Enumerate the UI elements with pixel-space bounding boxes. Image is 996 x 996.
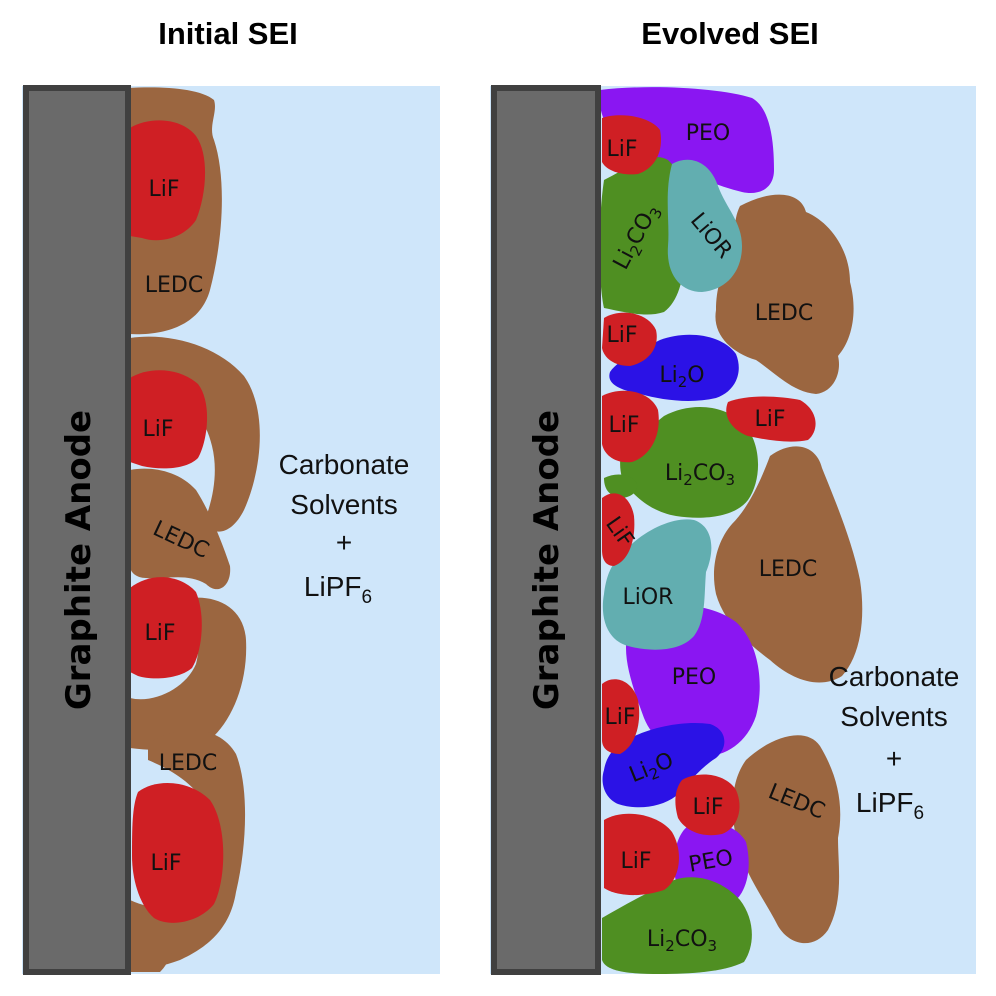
lior-particle: [602, 519, 712, 650]
lior-deposits: [602, 159, 742, 650]
li2co3-label: Li2CO3: [647, 927, 717, 955]
lif-particle: [130, 370, 208, 469]
ledc-particle: [713, 446, 863, 683]
lif-particle: [675, 774, 740, 836]
initial-sei-panel: Graphite Anode LiF LEDC LiF LEDC LiF LED…: [22, 85, 440, 975]
lif-particle: [130, 120, 206, 241]
li2co3-particle: [602, 877, 752, 974]
peo-particle: [599, 87, 774, 194]
lif-particle: [130, 577, 202, 679]
ledc-deposits-right: [713, 194, 863, 944]
ledc-label: LEDC: [755, 301, 813, 326]
solvent-text-left: Carbonate Solvents + LiPF6: [279, 449, 410, 608]
lif-particle: [602, 493, 635, 566]
lif-label: LiF: [604, 705, 635, 730]
lior-particle: [667, 159, 742, 292]
ledc-label: LEDC: [159, 751, 217, 776]
solvent-plus: +: [886, 743, 902, 774]
li2co3-particle: [604, 474, 638, 498]
ledc-particle: [715, 194, 854, 394]
lif-label: LiF: [692, 795, 723, 820]
graphite-anode-right: [491, 85, 601, 975]
solvent-line2: Solvents: [290, 489, 397, 520]
lif-label: LiF: [144, 621, 175, 646]
solvent-line2: Solvents: [840, 701, 947, 732]
lif-label: LiF: [608, 413, 639, 438]
solvent-text-right: Carbonate Solvents + LiPF6: [829, 661, 960, 824]
graphite-anode-left: [23, 85, 131, 975]
lif-particle: [602, 312, 657, 366]
li2co3-particle: [599, 157, 688, 315]
title-initial-sei: Initial SEI: [158, 16, 298, 51]
ledc-particle: [130, 468, 231, 590]
lif-label: LiF: [606, 323, 637, 348]
lif-label: LiF: [754, 407, 785, 432]
lif-deposits-left: [130, 120, 224, 923]
lif-particle: [132, 782, 224, 923]
title-evolved-sei: Evolved SEI: [641, 16, 819, 51]
ledc-particle: [130, 597, 247, 750]
lif-particle: [602, 390, 659, 463]
lif-label: LiF: [606, 137, 637, 162]
salt-label: LiPF6: [304, 571, 372, 608]
solvent-line1: Carbonate: [829, 661, 960, 692]
li2o-particle: [602, 722, 725, 808]
graphite-anode-label: Graphite Anode: [527, 410, 567, 710]
lif-particle: [604, 813, 679, 896]
graphite-anode-label: Graphite Anode: [59, 410, 99, 710]
lif-deposits-right: [602, 115, 816, 896]
salt-label: LiPF6: [856, 787, 924, 824]
solvent-line1: Carbonate: [279, 449, 410, 480]
peo-label: PEO: [672, 665, 716, 690]
lif-label: LiF: [148, 177, 179, 202]
lif-label: LiF: [620, 849, 651, 874]
lif-particle: [726, 396, 816, 442]
lior-label: LiOR: [623, 585, 674, 610]
solvent-plus: +: [336, 527, 352, 558]
lif-label: LiF: [142, 417, 173, 442]
ledc-particle: [130, 910, 174, 972]
lif-particle: [602, 679, 640, 754]
lif-label: LiF: [150, 851, 181, 876]
evolved-sei-panel: Graphite Anode PEO LiF Li2CO3 LiOR LEDC …: [490, 85, 976, 975]
li2co3-label: Li2CO3: [665, 461, 735, 489]
lif-particle: [602, 115, 662, 175]
ledc-label: LEDC: [145, 273, 203, 298]
peo-label: PEO: [686, 121, 730, 146]
li2o-label: Li2O: [659, 363, 704, 391]
ledc-label: LEDC: [759, 557, 817, 582]
ledc-particle: [732, 735, 841, 944]
